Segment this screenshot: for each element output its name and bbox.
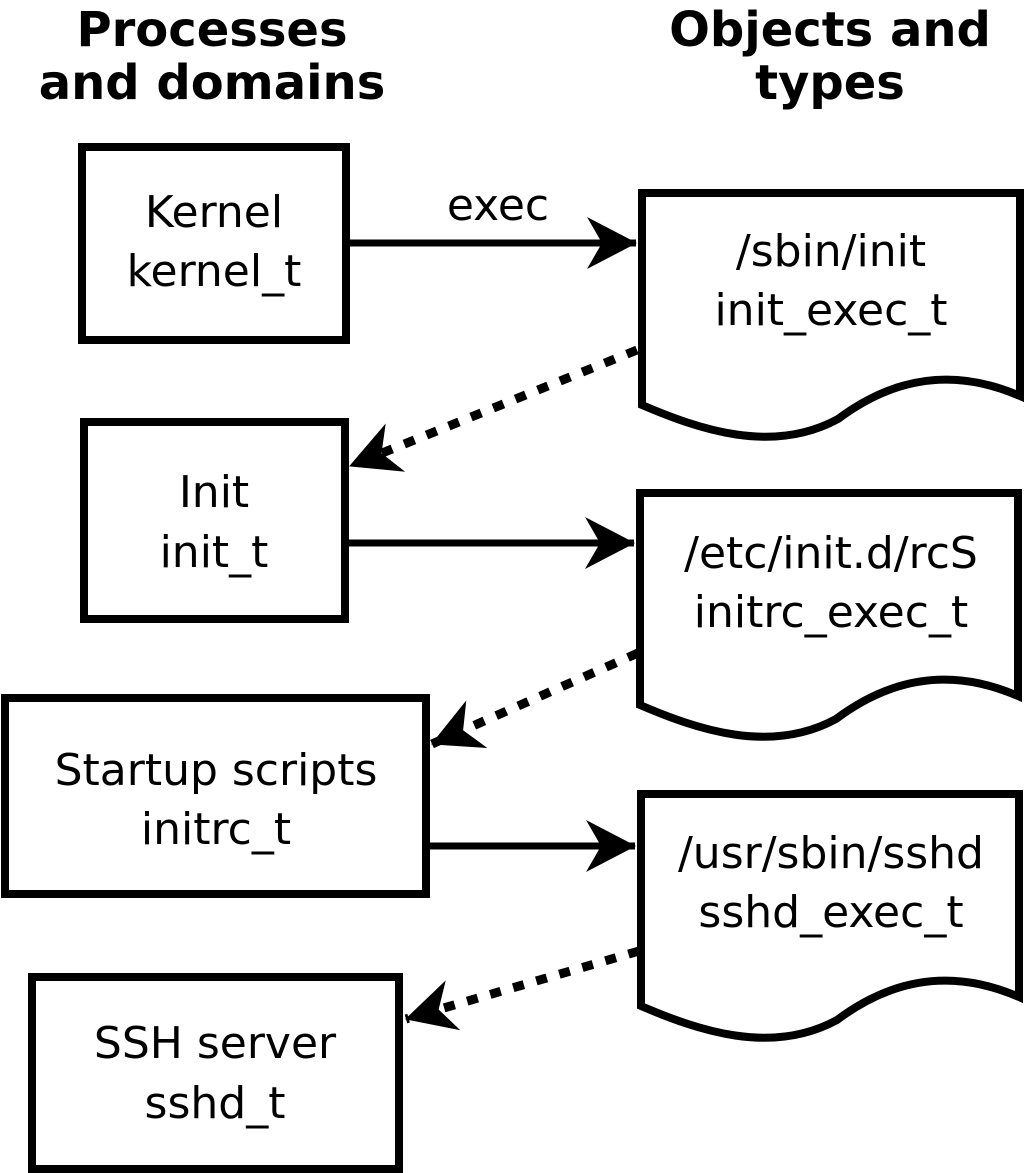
process-box-kernel-label: Kernel	[145, 187, 283, 238]
process-box-ssh-server-type: sshd_t	[145, 1078, 286, 1129]
object-doc-etc-initd-rcS-label: /etc/init.d/rcS	[684, 528, 978, 579]
dotted-arrow-sbin-init-to-init	[348, 345, 639, 472]
dotted-arrow-sshd-exec-to-sshd	[404, 946, 641, 1031]
exec-arrows: exec	[345, 180, 637, 872]
process-box-init-type: init_t	[160, 527, 269, 578]
object-doc-sbin-init: /sbin/init init_exec_t	[638, 189, 1024, 441]
process-box-kernel-rect	[78, 143, 350, 344]
right-column-title-line2: types	[755, 55, 905, 111]
object-doc-usr-sbin-sshd-label: /usr/sbin/sshd	[678, 828, 984, 879]
process-box-ssh-server: SSH server sshd_t	[28, 973, 403, 1173]
dotted-arrow-rcS-to-initrc	[430, 648, 640, 749]
process-box-startup-scripts-type: initrc_t	[141, 804, 291, 855]
object-doc-usr-sbin-sshd: /usr/sbin/sshd sshd_exec_t	[637, 790, 1023, 1042]
process-box-init: Init init_t	[80, 418, 349, 623]
object-doc-etc-initd-rcS-type: initrc_exec_t	[694, 587, 968, 638]
object-doc-sbin-init-shape	[638, 189, 1024, 441]
process-box-startup-scripts-rect	[1, 694, 430, 898]
right-column-title-line1: Objects and	[669, 2, 991, 58]
process-box-startup-scripts: Startup scripts initrc_t	[1, 694, 430, 898]
object-doc-usr-sbin-sshd-type: sshd_exec_t	[698, 887, 963, 938]
object-doc-usr-sbin-sshd-shape	[637, 790, 1023, 1042]
object-doc-sbin-init-type: init_exec_t	[714, 285, 947, 336]
object-doc-sbin-init-label: /sbin/init	[736, 226, 926, 277]
left-column-title-line1: Processes	[76, 2, 347, 58]
exec-arrow-label: exec	[447, 180, 549, 231]
column-headers: Processes and domains Objects and types	[39, 2, 991, 111]
process-box-ssh-server-label: SSH server	[94, 1018, 337, 1069]
object-doc-etc-initd-rcS-shape	[636, 489, 1022, 741]
process-box-init-rect	[80, 418, 349, 623]
process-box-kernel: Kernel kernel_t	[78, 143, 350, 344]
left-column-title-line2: and domains	[39, 55, 386, 111]
domain-transition-arrows	[348, 345, 641, 1031]
process-box-kernel-type: kernel_t	[127, 246, 302, 297]
process-box-ssh-server-rect	[28, 973, 403, 1173]
process-box-init-label: Init	[179, 467, 249, 518]
process-box-startup-scripts-label: Startup scripts	[55, 745, 378, 796]
object-doc-etc-initd-rcS: /etc/init.d/rcS initrc_exec_t	[636, 489, 1022, 741]
